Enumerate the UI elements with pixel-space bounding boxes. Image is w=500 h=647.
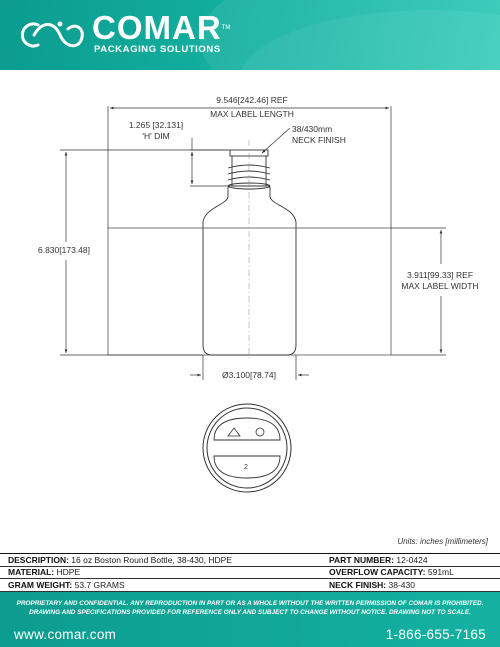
gram-weight-value: 53.7 GRAMS (74, 579, 125, 590)
gram-weight-label: GRAM WEIGHT: (8, 579, 73, 590)
part-number-value: 12-0424 (396, 554, 428, 565)
part-number-label: PART NUMBER: (329, 554, 395, 565)
spec-table: DESCRIPTION: 16 oz Boston Round Bottle, … (0, 553, 500, 592)
neck-finish-value: 38/430mm (292, 124, 332, 134)
diameter-value: Ø3.100[78.74] (222, 370, 276, 380)
label-length-value: 9.546[242.46] REF (216, 95, 287, 105)
table-row: GRAM WEIGHT: 53.7 GRAMS NECK FINISH: 38-… (0, 578, 500, 592)
brand-name: COMARTM (92, 9, 231, 46)
label-width-dimension (391, 227, 446, 356)
height-value: 6.830[173.48] (38, 245, 90, 255)
label-area-outline (107, 227, 392, 356)
comar-loop-logo-icon (20, 21, 84, 48)
overflow-capacity-label: OVERFLOW CAPACITY: (329, 567, 426, 578)
phone-link[interactable]: 1-866-655-7165 (385, 627, 486, 642)
website-link[interactable]: www.comar.com (14, 627, 117, 642)
height-dimension (60, 149, 228, 356)
header-wave-decoration (200, 0, 500, 70)
neck-finish-leader (261, 127, 291, 154)
label-length-dimension (107, 106, 392, 228)
recycle-code: 2 (244, 464, 248, 471)
units-note: Units: inches [millimeters] (397, 537, 488, 546)
neck-finish-label: NECK FINISH: (329, 579, 387, 590)
brand-tagline: PACKAGING SOLUTIONS (94, 44, 221, 55)
table-row: MATERIAL: HDPE OVERFLOW CAPACITY: 591mL (0, 565, 500, 579)
footer-banner: PROPRIETARY AND CONFIDENTIAL. ANY REPROD… (0, 592, 500, 647)
bottle-bottom-view (202, 403, 292, 493)
table-row: DESCRIPTION: 16 oz Boston Round Bottle, … (0, 553, 500, 566)
legal-notice: PROPRIETARY AND CONFIDENTIAL. ANY REPROD… (16, 600, 484, 616)
label-length-caption: MAX LABEL LENGTH (210, 109, 294, 119)
material-value: HDPE (56, 567, 81, 578)
header-banner: COMARTM PACKAGING SOLUTIONS (0, 0, 500, 70)
material-label: MATERIAL: (8, 567, 55, 578)
bottle-side-view (202, 140, 297, 360)
description-value: 16 oz Boston Round Bottle, 38-430, HDPE (71, 554, 232, 565)
h-dimension (190, 138, 230, 187)
label-width-value: 3.911[99.33] REF (407, 270, 473, 280)
description-label: DESCRIPTION: (8, 554, 69, 565)
label-width-caption: MAX LABEL WIDTH (401, 281, 478, 291)
h-dim-caption: 'H' DIM (142, 131, 169, 141)
overflow-capacity-value: 591mL (427, 567, 454, 578)
diameter-dimension (190, 355, 309, 380)
neck-finish-caption: NECK FINISH (292, 135, 346, 145)
bottle-technical-drawing: 9.546[242.46] REF MAX LABEL LENGTH 1.265… (38, 95, 479, 493)
neck-finish-spec-value: 38-430 (388, 579, 415, 590)
h-dim-value: 1.265 [32.131] (129, 120, 183, 130)
